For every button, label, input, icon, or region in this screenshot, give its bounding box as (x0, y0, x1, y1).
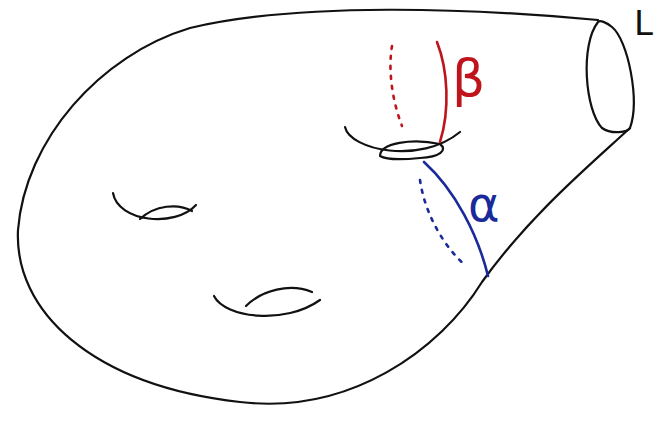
boundary-component (587, 21, 634, 132)
curve-label: α (468, 180, 500, 228)
hole-1-inner (140, 206, 192, 219)
curve-alpha-back (420, 180, 466, 266)
curve-label: β (452, 52, 485, 104)
curve-beta-front (437, 42, 446, 142)
hole-2 (214, 296, 320, 316)
boundary-label: L (634, 6, 653, 40)
surface-outline (18, 10, 630, 404)
hole-3-inner (380, 141, 443, 159)
hole-2-inner (246, 288, 312, 306)
hole-1 (113, 193, 196, 219)
curve-beta-back (390, 46, 402, 126)
